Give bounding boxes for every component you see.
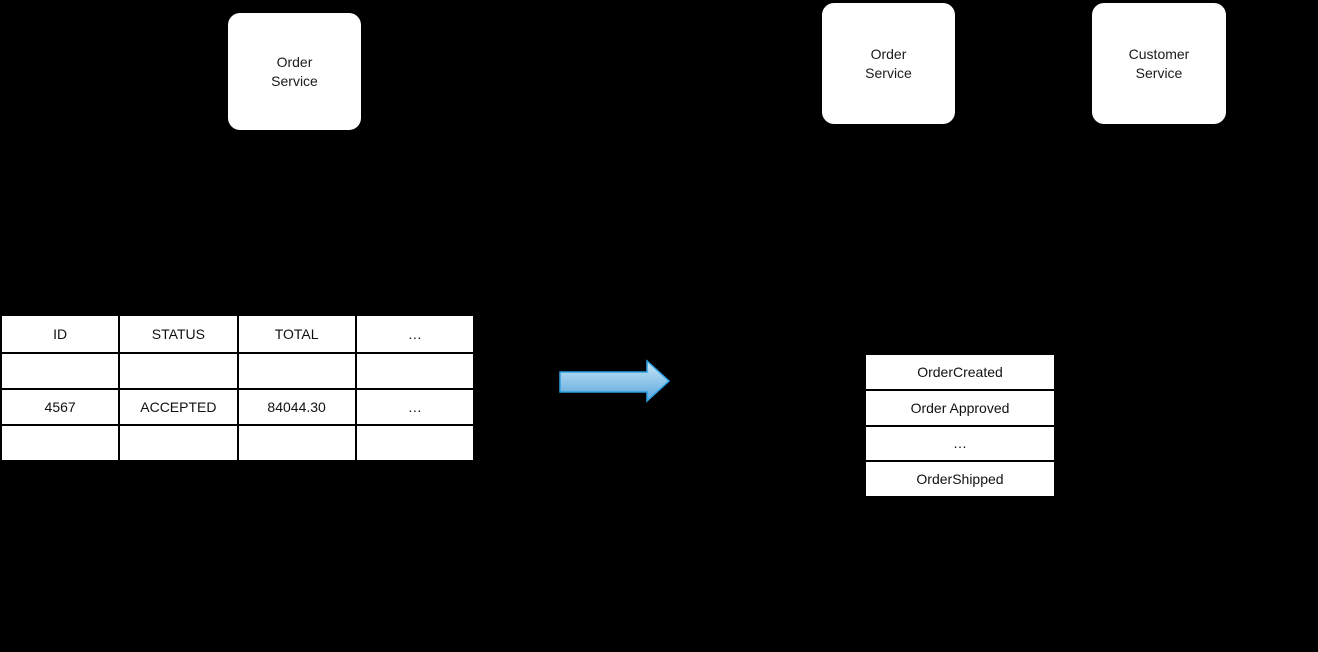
- table-cell: [2, 426, 119, 460]
- orders-table: ID STATUS TOTAL … 4567 ACCEPTED 84044.30…: [2, 316, 473, 460]
- customer-service-label-line: Customer: [1128, 45, 1190, 62]
- table-cell: [238, 354, 355, 388]
- customer-service-label-line: Service: [1135, 64, 1183, 81]
- event-item-order-approved: Order Approved: [866, 390, 1054, 425]
- order-service-label-line: Service: [865, 64, 912, 81]
- customer-service-box: Customer Service: [1092, 3, 1226, 124]
- table-header-more: …: [356, 316, 473, 352]
- table-cell: [356, 426, 473, 460]
- table-cell-order-id: 4567: [2, 390, 119, 424]
- table-cell-order-total: 84044.30: [238, 390, 355, 424]
- table-cell: [120, 426, 237, 460]
- order-service-box-left: Order Service: [228, 13, 361, 130]
- table-header-id: ID: [2, 316, 119, 352]
- order-service-label-line: Order: [276, 53, 313, 70]
- right-arrow-icon: [559, 359, 671, 403]
- table-cell-order-status: ACCEPTED: [120, 390, 237, 424]
- table-cell: [2, 354, 119, 388]
- event-item-order-shipped: OrderShipped: [866, 462, 1054, 496]
- table-cell: [238, 426, 355, 460]
- right-arrow-shape: [559, 359, 671, 403]
- event-item-ellipsis: …: [866, 426, 1054, 461]
- order-service-box-right: Order Service: [822, 3, 955, 124]
- order-service-label-line: Order: [870, 45, 907, 62]
- event-item-order-created: OrderCreated: [866, 355, 1054, 389]
- table-cell: [356, 354, 473, 388]
- event-list: OrderCreated Order Approved … OrderShipp…: [866, 355, 1054, 496]
- table-cell: [120, 354, 237, 388]
- table-cell-order-more: …: [356, 390, 473, 424]
- table-header-total: TOTAL: [238, 316, 355, 352]
- order-service-label-line: Service: [271, 72, 318, 89]
- table-header-status: STATUS: [120, 316, 237, 352]
